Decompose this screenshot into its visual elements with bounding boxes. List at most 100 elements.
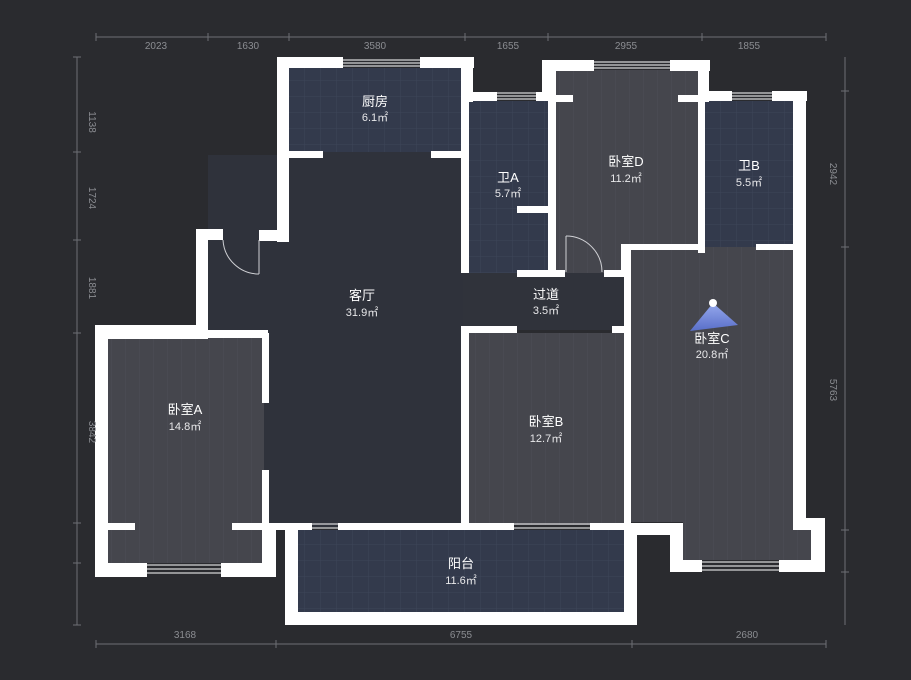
floor-bedroom-b bbox=[469, 333, 624, 525]
room-name: 客厅 bbox=[349, 288, 375, 303]
room-name: 卧室B bbox=[529, 414, 564, 429]
wall bbox=[262, 523, 312, 530]
wall bbox=[542, 60, 594, 71]
dimension-bottom: 3168 6755 2680 bbox=[95, 630, 827, 648]
room-name: 卫B bbox=[738, 158, 760, 173]
wall bbox=[289, 151, 323, 158]
wall bbox=[285, 527, 298, 625]
wall bbox=[232, 523, 269, 530]
windows bbox=[147, 59, 779, 574]
wall bbox=[262, 530, 276, 577]
dim-top-1: 2023 bbox=[145, 41, 168, 52]
wall bbox=[793, 91, 806, 521]
room-area: 6.1㎡ bbox=[362, 111, 388, 124]
dim-top-5: 2955 bbox=[615, 41, 638, 52]
floor-bedroom-c-ext bbox=[683, 520, 811, 560]
wall bbox=[277, 57, 289, 242]
dimension-top: 2023 1630 3580 1655 2955 1855 bbox=[95, 33, 827, 52]
wall bbox=[196, 229, 223, 240]
room-area: 20.8㎡ bbox=[696, 348, 728, 361]
floor-balcony bbox=[298, 530, 624, 612]
wall bbox=[285, 612, 637, 625]
floor-bedroom-d bbox=[556, 70, 698, 273]
room-area: 11.6㎡ bbox=[445, 574, 477, 587]
wall bbox=[670, 60, 710, 71]
wall bbox=[95, 563, 147, 577]
dim-left-1: 1138 bbox=[86, 111, 97, 133]
wall bbox=[517, 270, 565, 277]
floor-bath-b bbox=[705, 101, 793, 247]
dim-right-1: 2942 bbox=[827, 163, 838, 186]
wall bbox=[259, 230, 289, 241]
room-name: 卧室D bbox=[608, 154, 643, 169]
door-entry bbox=[222, 239, 260, 275]
window-bedroom-a bbox=[147, 564, 221, 574]
label-bedroom-b: 卧室B 12.7㎡ bbox=[529, 414, 564, 445]
wall bbox=[555, 95, 573, 102]
floor-bath-a bbox=[468, 101, 548, 273]
wall bbox=[612, 326, 631, 333]
wall bbox=[262, 470, 269, 530]
walls bbox=[95, 57, 825, 625]
room-area: 5.7㎡ bbox=[495, 187, 521, 200]
window-balcony-living bbox=[312, 523, 338, 529]
room-area: 12.7㎡ bbox=[530, 432, 562, 445]
wall bbox=[473, 92, 497, 101]
wall bbox=[604, 270, 628, 277]
wall bbox=[95, 325, 108, 577]
room-name: 卧室C bbox=[694, 331, 729, 346]
wall bbox=[709, 91, 732, 101]
dim-right-2: 5763 bbox=[827, 379, 838, 402]
wall bbox=[461, 326, 469, 529]
wall bbox=[338, 523, 514, 530]
wall bbox=[262, 333, 269, 403]
wall bbox=[670, 523, 683, 572]
floor-bedroom-c bbox=[631, 247, 793, 522]
wall bbox=[811, 518, 825, 572]
doors bbox=[222, 235, 603, 275]
floor-corridor bbox=[463, 273, 628, 330]
room-name: 厨房 bbox=[362, 94, 388, 109]
wall bbox=[678, 95, 705, 102]
wall bbox=[108, 523, 135, 530]
room-labels: 厨房 6.1㎡ 卫A 5.7㎡ 卧室D 11.2㎡ 卫B 5.5㎡ 客厅 31.… bbox=[168, 94, 762, 587]
wall bbox=[624, 527, 637, 625]
room-area: 31.9㎡ bbox=[346, 306, 378, 319]
room-name: 卧室A bbox=[168, 402, 203, 417]
label-bedroom-a: 卧室A 14.8㎡ bbox=[168, 402, 203, 433]
dim-bottom-1: 3168 bbox=[174, 630, 197, 641]
wall bbox=[698, 95, 705, 253]
room-name: 过道 bbox=[533, 287, 559, 302]
window-balcony-bedroom-b bbox=[514, 523, 590, 529]
wall bbox=[779, 560, 825, 572]
dim-left-4: 3842 bbox=[86, 421, 97, 444]
room-area: 3.5㎡ bbox=[533, 304, 559, 317]
label-corridor: 过道 3.5㎡ bbox=[533, 287, 559, 317]
label-living: 客厅 31.9㎡ bbox=[346, 288, 378, 319]
wall bbox=[517, 206, 548, 213]
dim-bottom-2: 6755 bbox=[450, 630, 473, 641]
window-bedroom-d bbox=[594, 61, 670, 69]
dim-top-6: 1855 bbox=[738, 41, 761, 52]
dim-bottom-3: 2680 bbox=[736, 630, 759, 641]
floor-living-upper bbox=[289, 150, 466, 160]
wall bbox=[536, 92, 556, 101]
wall bbox=[208, 330, 268, 338]
door-bedroom-d bbox=[565, 235, 603, 273]
wall bbox=[95, 325, 208, 339]
window-bath-a bbox=[497, 92, 536, 100]
label-bath-a: 卫A 5.7㎡ bbox=[495, 170, 521, 200]
window-kitchen bbox=[343, 59, 420, 67]
label-bath-b: 卫B 5.5㎡ bbox=[736, 158, 762, 189]
wall bbox=[420, 57, 474, 68]
label-bedroom-d: 卧室D 11.2㎡ bbox=[608, 154, 643, 185]
wall bbox=[772, 91, 807, 101]
label-kitchen: 厨房 6.1㎡ bbox=[362, 94, 388, 124]
wall bbox=[624, 326, 631, 529]
label-bedroom-c: 卧室C 20.8㎡ bbox=[694, 331, 729, 361]
wall bbox=[621, 244, 631, 277]
wall bbox=[196, 229, 208, 339]
camera-view-marker-icon bbox=[690, 299, 738, 331]
label-balcony: 阳台 11.6㎡ bbox=[445, 556, 477, 587]
